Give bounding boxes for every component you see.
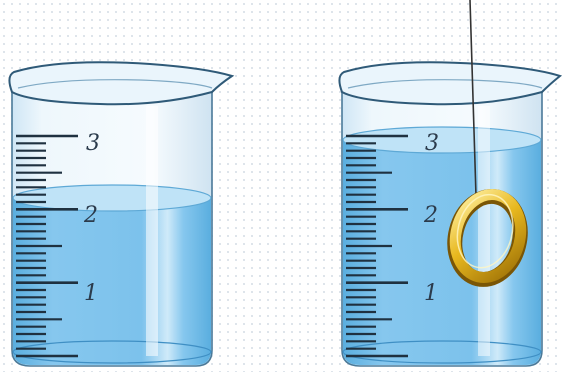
right-mark-2: 2 (423, 203, 438, 228)
right-mark-3: 3 (425, 131, 439, 156)
left-mark-1: 1 (84, 281, 98, 306)
left-mark-3: 3 (86, 131, 100, 156)
right-glass-highlight (478, 106, 490, 356)
left-mark-2: 2 (83, 203, 98, 228)
right-beaker: 3 2 1 (339, 0, 560, 366)
right-water-surface (343, 127, 541, 153)
left-beaker: 3 2 1 (9, 62, 232, 366)
right-mark-1: 1 (424, 281, 438, 306)
left-glass-highlight (146, 106, 158, 356)
left-water-surface (13, 185, 211, 211)
